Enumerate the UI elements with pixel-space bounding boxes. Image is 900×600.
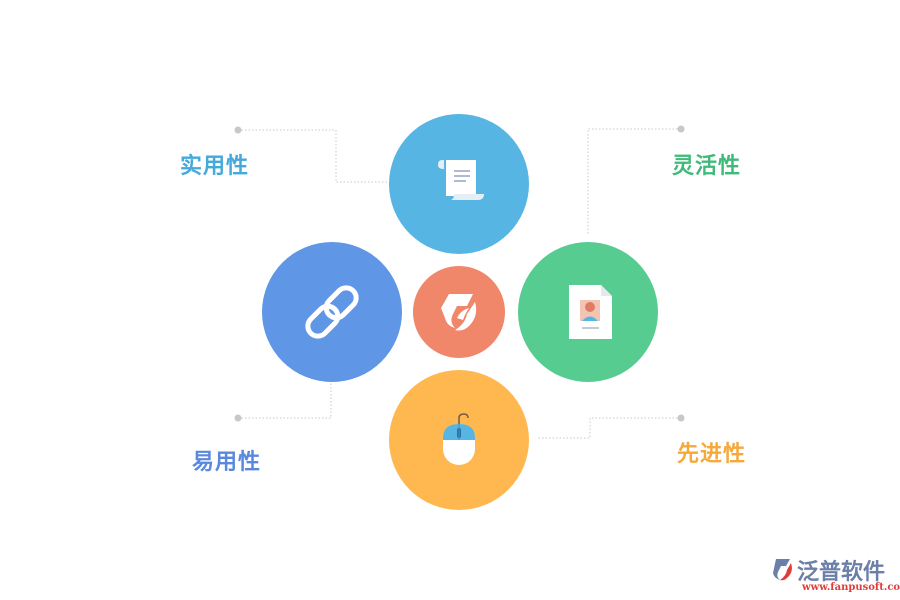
connector-bottom-right: [538, 417, 681, 439]
label-practicality: 实用性: [180, 154, 250, 179]
circle-center: [413, 266, 505, 358]
connector-top-left: [238, 129, 390, 183]
label-usability: 易用性: [192, 450, 262, 475]
connector-bottom-left: [238, 382, 332, 419]
connector-dots: [234, 125, 685, 422]
fanpu-logo: 泛普软件 www.fanpusoft.com: [770, 554, 900, 594]
connector-top-right: [587, 128, 681, 234]
fanpu-logo-url: www.fanpusoft.com: [802, 582, 900, 593]
fanpu-logo-mark-icon: [773, 559, 792, 581]
mouse-icon: [443, 413, 475, 465]
circle-left: [262, 242, 402, 382]
connector-dot-top-left: [234, 126, 242, 134]
connector-dot-bottom-right: [677, 414, 685, 422]
fanpu-logo-name: 泛普软件: [797, 560, 886, 585]
profile-document-icon: [569, 285, 612, 339]
connector-dot-top-right: [677, 125, 685, 133]
link-chain-icon: [305, 285, 359, 339]
scroll-icon: [438, 160, 484, 200]
label-flexibility: 灵活性: [672, 154, 742, 179]
connectors: [238, 128, 681, 439]
connector-dot-bottom-left: [234, 414, 242, 422]
brand-logo-icon: [441, 294, 477, 331]
label-advancement: 先进性: [677, 442, 747, 467]
